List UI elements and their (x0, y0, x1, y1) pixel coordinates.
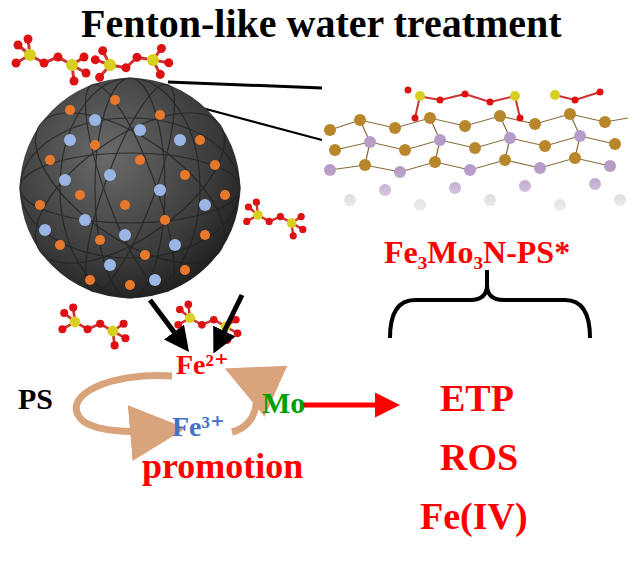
reagent-label: PS (18, 382, 53, 415)
pathway-label: ETP (440, 378, 514, 420)
ion-label: Fe²⁺ (176, 350, 229, 381)
pathway-label: ROS (440, 437, 518, 479)
element-label: Mo (262, 386, 305, 419)
structure-panel: Fe₃Mo₃N-PS* (322, 85, 632, 270)
ion-label: Fe³⁺ (172, 412, 225, 443)
effect-label: promotion (142, 447, 303, 487)
pathway-label: Fe(IV) (420, 496, 528, 538)
title: Fenton-like water treatment (81, 2, 562, 46)
material-label: Fe₃Mo₃N-PS* (382, 235, 572, 270)
